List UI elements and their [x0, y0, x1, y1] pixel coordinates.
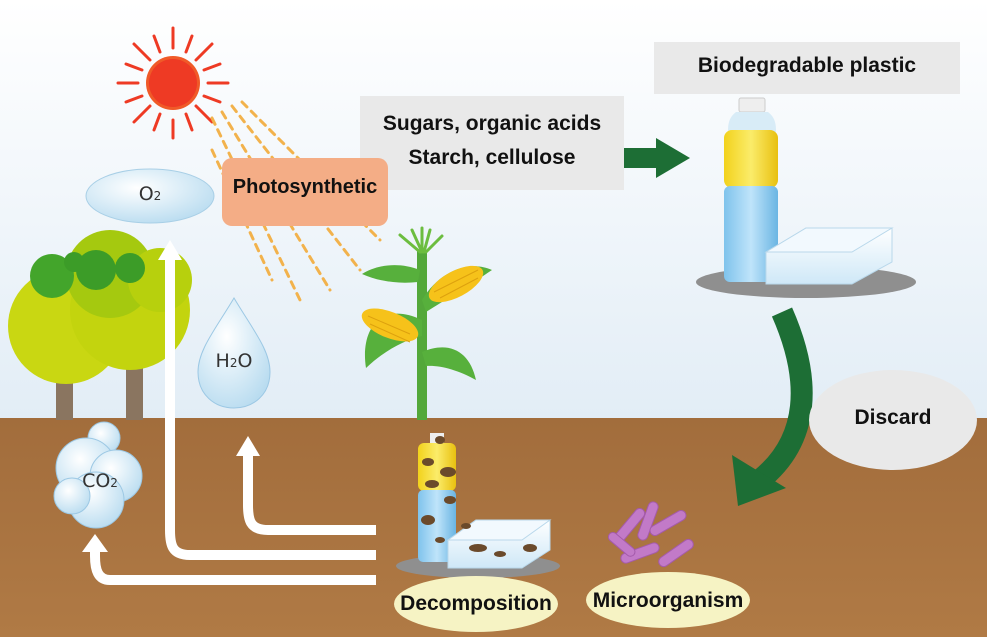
microorganism-icon — [607, 501, 694, 568]
h2o-sub: 2 — [229, 356, 238, 370]
discard-label-bubble — [809, 370, 977, 470]
h2o-pre: H — [215, 350, 230, 372]
co2-cloud — [53, 421, 143, 529]
h2o-post: O — [237, 350, 253, 372]
arrow-to-plastic-icon — [622, 138, 690, 178]
discard-arrow-icon — [732, 307, 813, 506]
co2-label: CO2 — [64, 470, 136, 492]
sun-icon — [116, 26, 230, 140]
h2o-droplet — [197, 297, 271, 409]
decomposing-plastic-icon — [396, 433, 560, 578]
o2-sub: 2 — [153, 189, 162, 203]
co2-sub: 2 — [110, 476, 118, 490]
photosynthetic-label-box — [222, 158, 388, 226]
sugars-label-line1: Sugars, organic acids — [382, 112, 602, 135]
trees-icon — [8, 230, 192, 420]
h2o-label: H2O — [198, 350, 270, 372]
discard-label: Discard — [854, 406, 932, 429]
microorganism-label-bubble — [586, 572, 750, 628]
corn-plant-icon — [361, 226, 492, 420]
arrow-heads — [82, 240, 260, 552]
o2-bubble — [85, 168, 215, 224]
decomposition-label: Decomposition — [400, 592, 552, 615]
o2-label: O2 — [120, 183, 180, 205]
co2-main: CO — [82, 470, 111, 492]
photosynthetic-label: Photosynthetic — [232, 176, 378, 198]
microorganism-label: Microorganism — [592, 589, 744, 612]
sugars-label-box — [360, 96, 624, 190]
plastic-label-box — [654, 42, 960, 94]
o2-main: O — [138, 183, 154, 205]
decomposition-label-bubble — [394, 576, 558, 632]
plastic-products-icon — [696, 97, 916, 298]
biodegradable-plastic-label: Biodegradable plastic — [697, 54, 917, 77]
return-arrows-icon — [90, 258, 376, 585]
sugars-label-line2: Starch, cellulose — [408, 146, 576, 169]
